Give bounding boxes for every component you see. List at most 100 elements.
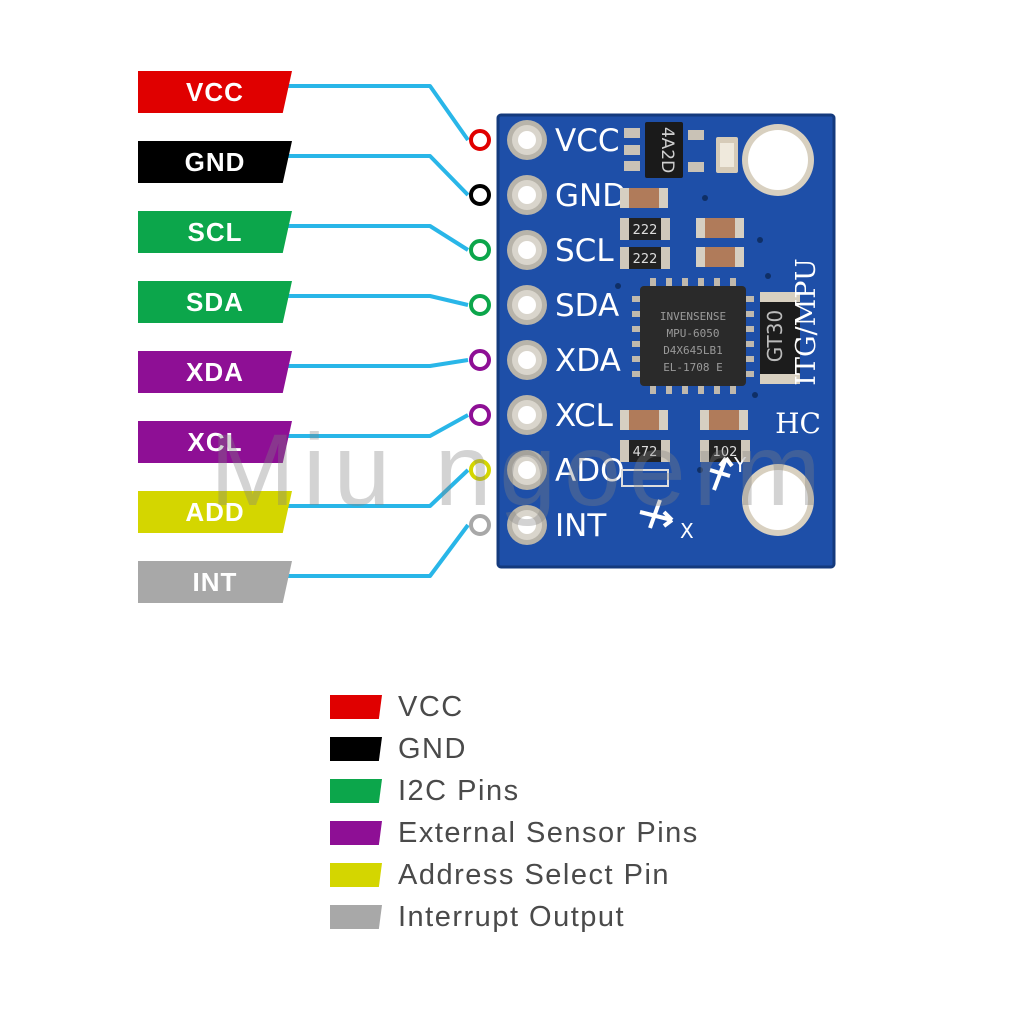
axis-x-label: X <box>680 519 694 543</box>
regulator-lead <box>688 162 704 172</box>
chip-lead <box>730 278 736 286</box>
capacitor-3-end <box>620 410 629 430</box>
legend-swatch <box>330 695 382 719</box>
chip-lead <box>698 278 704 286</box>
pin-marker-int <box>469 514 491 536</box>
legend-swatch <box>330 863 382 887</box>
resistor-2-end <box>620 247 629 269</box>
legend-swatch <box>330 821 382 845</box>
pin-tag-label: VCC <box>186 76 244 107</box>
pin-tag-xda: XDA <box>138 351 292 393</box>
pin-tag-vcc: VCC <box>138 71 292 113</box>
resistor-1-end <box>661 218 670 240</box>
via <box>765 273 771 279</box>
resistor-4 <box>700 440 750 462</box>
wire-xcl <box>288 413 469 438</box>
chip-lead <box>650 386 656 394</box>
capacitor-1-end <box>735 218 744 238</box>
chip-lead <box>632 371 640 377</box>
diode-band <box>760 292 800 302</box>
wire-scl <box>288 224 470 252</box>
diode-marking: GT30 <box>763 310 787 362</box>
chip-lead <box>746 371 754 377</box>
pin-marker-vcc <box>469 129 491 151</box>
wire-sda <box>288 294 469 307</box>
legend-label: I2C Pins <box>398 774 520 807</box>
via <box>757 237 763 243</box>
chip-marking: D4X645LB1 <box>663 344 723 357</box>
legend-swatch <box>330 779 382 803</box>
board-pin-label: GND <box>555 178 626 214</box>
legend-label: GND <box>398 732 467 765</box>
header-hole <box>518 241 536 259</box>
chip-lead <box>730 386 736 394</box>
capacitor-5-end <box>659 188 668 208</box>
regulator-lead <box>624 161 640 171</box>
legend-swatch <box>330 737 382 761</box>
resistor-2-end <box>661 247 670 269</box>
wire-add <box>288 468 470 508</box>
via <box>752 392 758 398</box>
regulator-lead <box>688 130 704 140</box>
capacitor-1 <box>696 218 744 238</box>
board-pin-label: INT <box>555 508 607 544</box>
resistor-3-end <box>661 440 670 462</box>
chip-lead <box>746 326 754 332</box>
capacitor-5-end <box>620 188 629 208</box>
header-hole <box>518 406 536 424</box>
chip-lead <box>632 311 640 317</box>
pin-tag-label: SCL <box>187 216 243 247</box>
chip-lead <box>746 311 754 317</box>
legend-item: GND <box>330 729 467 769</box>
legend-label: Address Select Pin <box>398 858 671 891</box>
legend-label: External Sensor Pins <box>398 816 699 849</box>
chip-marking: MPU-6050 <box>667 327 720 340</box>
chip-lead <box>650 278 656 286</box>
pin-tag-int: INT <box>138 561 292 603</box>
pcb-edge <box>496 113 836 569</box>
wire-vcc <box>288 84 470 142</box>
chip-lead <box>746 356 754 362</box>
pin-tag-label: SDA <box>186 286 244 317</box>
capacitor-3 <box>620 410 668 430</box>
chip-lead <box>714 278 720 286</box>
via <box>702 195 708 201</box>
capacitor-body <box>720 143 734 167</box>
resistor-3-marking: 472 <box>633 445 658 460</box>
resistor-4-end <box>741 440 750 462</box>
resistor-2-marking: 222 <box>633 252 658 267</box>
chip-marking: INVENSENSE <box>660 310 726 323</box>
chip-lead <box>714 386 720 394</box>
axis-box <box>621 469 669 487</box>
header-hole <box>518 296 536 314</box>
board-title: ITG/MPU <box>791 258 822 385</box>
resistor-2 <box>620 247 670 269</box>
pin-tag-label: INT <box>192 566 238 597</box>
header-hole <box>518 131 536 149</box>
chip-lead <box>682 278 688 286</box>
capacitor-2-end <box>696 247 705 267</box>
legend-label: Interrupt Output <box>398 900 626 933</box>
board-pin-label: ADO <box>555 453 624 489</box>
wire-gnd <box>288 154 470 197</box>
regulator <box>645 122 683 178</box>
pin-tag-label: ADD <box>185 496 245 527</box>
legend-item: I2C Pins <box>330 771 520 811</box>
header-hole <box>518 186 536 204</box>
pin-tag-label: GND <box>184 146 246 177</box>
pin-tag-gnd: GND <box>138 141 292 183</box>
axis-x-arrow <box>639 499 674 529</box>
chip-lead <box>632 341 640 347</box>
header-hole <box>518 351 536 369</box>
wire-xda <box>288 358 469 368</box>
capacitor-5 <box>620 188 668 208</box>
board-pin-label: XCL <box>555 398 614 434</box>
mounting-hole <box>748 470 808 530</box>
capacitor-1-end <box>696 218 705 238</box>
chip-marking: EL-1708 E <box>663 361 723 374</box>
header-hole <box>518 516 536 534</box>
capacitor-4-end <box>739 410 748 430</box>
legend-item: Interrupt Output <box>330 897 625 937</box>
